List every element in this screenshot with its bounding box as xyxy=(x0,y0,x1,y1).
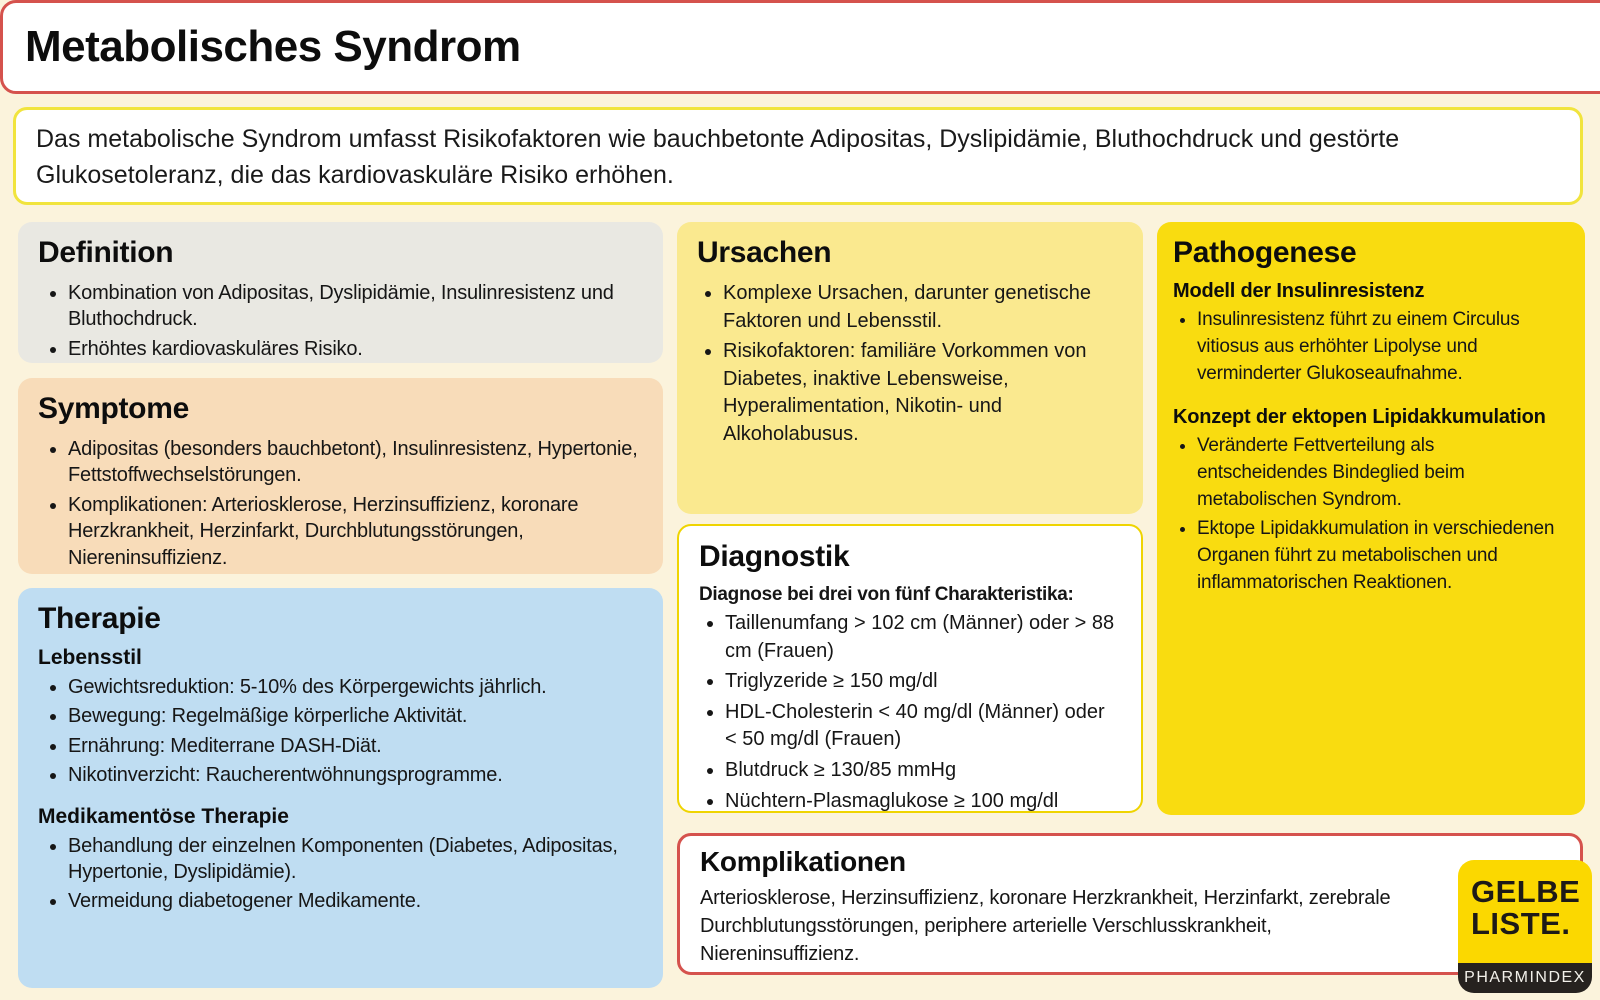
section-komplikationen: Komplikationen Arteriosklerose, Herzinsu… xyxy=(677,833,1583,975)
section-pathogenese: Pathogenese Modell der Insulinresistenz … xyxy=(1157,222,1585,815)
subsection-title: Diagnose bei drei von fünf Charakteristi… xyxy=(699,584,1074,605)
bullet-list: Insulinresistenz führt zu einem Circulus… xyxy=(1173,307,1569,388)
section-title: Therapie xyxy=(38,602,161,635)
bullet-item: Blutdruck ≥ 130/85 mmHg xyxy=(725,757,1121,785)
section-title: Pathogenese xyxy=(1173,236,1357,269)
bullet-item: Nikotinverzicht: Raucherentwöhnungsprogr… xyxy=(68,762,643,788)
section-title: Diagnostik xyxy=(699,540,850,573)
bullet-list: Taillenumfang > 102 cm (Männer) oder > 8… xyxy=(699,610,1121,815)
bullet-list: Veränderte Fettverteilung als entscheide… xyxy=(1173,433,1569,597)
bullet-item: Gewichtsreduktion: 5-10% des Körpergewic… xyxy=(68,674,643,700)
bullet-item: Adipositas (besonders bauchbetont), Insu… xyxy=(68,436,643,489)
section-title: Definition xyxy=(38,236,174,269)
bullet-item: Insulinresistenz führt zu einem Circulus… xyxy=(1197,307,1569,388)
bullet-list: Kombination von Adipositas, Dyslipidämie… xyxy=(38,280,643,362)
bullet-item: Taillenumfang > 102 cm (Männer) oder > 8… xyxy=(725,610,1121,665)
subsection-title: Modell der Insulinresistenz xyxy=(1173,280,1425,302)
subsection-title: Konzept der ektopen Lipidakkumulation xyxy=(1173,405,1546,428)
intro-text: Das metabolische Syndrom umfasst Risikof… xyxy=(36,125,1400,190)
bullet-list: Adipositas (besonders bauchbetont), Insu… xyxy=(38,436,643,571)
komplikationen-text: Arteriosklerose, Herzinsuffizienz, koron… xyxy=(700,887,1391,965)
bullet-item: Kombination von Adipositas, Dyslipidämie… xyxy=(68,280,643,333)
bullet-item: Bewegung: Regelmäßige körperliche Aktivi… xyxy=(68,703,643,729)
title-box: Metabolisches Syndrom xyxy=(0,0,1600,94)
page-title: Metabolisches Syndrom xyxy=(25,22,521,71)
section-ursachen: Ursachen Komplexe Ursachen, darunter gen… xyxy=(677,222,1143,514)
bullet-item: Ektope Lipidakkumulation in verschiedene… xyxy=(1197,516,1569,597)
bullet-item: Komplikationen: Arteriosklerose, Herzins… xyxy=(68,492,643,571)
section-symptome: Symptome Adipositas (besonders bauchbeto… xyxy=(18,378,663,574)
subsection-title: Lebensstil xyxy=(38,646,142,669)
subsection-title: Medikamentöse Therapie xyxy=(38,804,289,828)
logo-tagline: PHARMINDEX xyxy=(1458,963,1592,993)
section-definition: Definition Kombination von Adipositas, D… xyxy=(18,222,663,363)
bullet-item: Nüchtern-Plasmaglukose ≥ 100 mg/dl xyxy=(725,788,1121,816)
intro-box: Das metabolische Syndrom umfasst Risikof… xyxy=(13,107,1583,205)
bullet-item: Veränderte Fettverteilung als entscheide… xyxy=(1197,433,1569,514)
bullet-item: Ernährung: Mediterrane DASH-Diät. xyxy=(68,733,643,759)
gelbe-liste-logo: GELBE LISTE. PHARMINDEX xyxy=(1458,860,1592,993)
bullet-item: Risikofaktoren: familiäre Vorkommen von … xyxy=(723,338,1123,448)
section-therapie: Therapie Lebensstil Gewichtsreduktion: 5… xyxy=(18,588,663,988)
logo-text-line1: GELBE xyxy=(1471,874,1581,909)
logo-text-line2: LISTE. xyxy=(1471,905,1571,941)
section-title: Symptome xyxy=(38,392,189,425)
bullet-item: Triglyzeride ≥ 150 mg/dl xyxy=(725,668,1121,696)
bullet-item: Behandlung der einzelnen Komponenten (Di… xyxy=(68,833,643,886)
bullet-list: Behandlung der einzelnen Komponenten (Di… xyxy=(38,833,643,915)
bullet-item: HDL-Cholesterin < 40 mg/dl (Männer) oder… xyxy=(725,699,1121,754)
section-diagnostik: Diagnostik Diagnose bei drei von fünf Ch… xyxy=(677,524,1143,813)
bullet-item: Erhöhtes kardiovaskuläres Risiko. xyxy=(68,336,643,362)
gelbe-liste-logo-mark: GELBE LISTE. xyxy=(1458,860,1592,963)
bullet-item: Vermeidung diabetogener Medikamente. xyxy=(68,888,643,914)
bullet-list: Gewichtsreduktion: 5-10% des Körpergewic… xyxy=(38,674,643,789)
bullet-item: Komplexe Ursachen, darunter genetische F… xyxy=(723,280,1123,335)
section-title: Komplikationen xyxy=(700,846,906,877)
section-title: Ursachen xyxy=(697,236,832,269)
bullet-list: Komplexe Ursachen, darunter genetische F… xyxy=(697,280,1123,449)
